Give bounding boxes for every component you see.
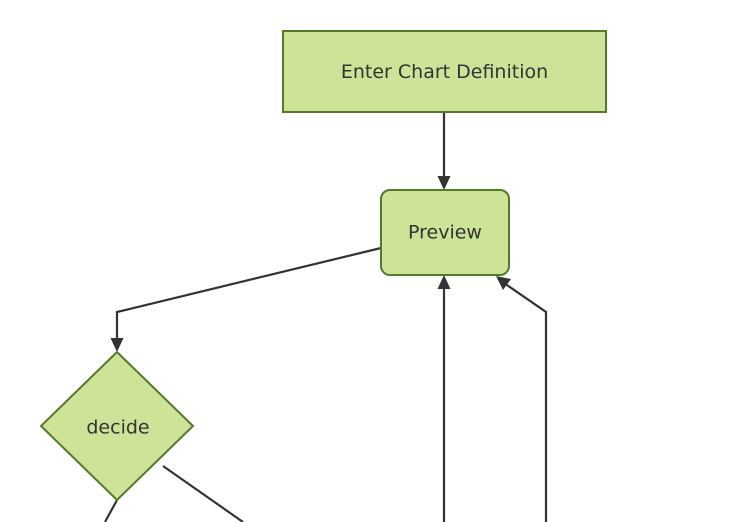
node-diamond-shape: [39, 350, 195, 502]
node-preview[interactable]: Preview: [380, 189, 510, 276]
node-enter-chart-definition[interactable]: Enter Chart Definition: [282, 30, 607, 113]
node-decide[interactable]: decide: [39, 350, 195, 502]
node-label-decide: decide: [86, 417, 149, 439]
edge-decide-branch-a: [104, 499, 118, 522]
edge-preview-to-decide: [110, 246, 382, 352]
node-label-enter-chart-definition: Enter Chart Definition: [341, 61, 548, 83]
edge-decide-branch-b: [162, 465, 244, 522]
edge-line: [104, 499, 118, 522]
edge-enter-to-preview: [437, 112, 451, 190]
arrowhead-icon: [496, 276, 511, 290]
edge-return-right-to-preview: [496, 276, 548, 522]
node-rounded-rectangle-shape: [380, 189, 510, 276]
edge-line: [115, 246, 382, 342]
node-rectangle-shape: [282, 30, 607, 113]
edge-line: [162, 465, 244, 522]
arrowhead-icon: [437, 176, 451, 190]
edge-layer: [104, 112, 548, 522]
edge-return-center-to-preview: [437, 275, 451, 522]
arrowhead-icon: [437, 275, 451, 289]
arrowhead-icon: [110, 338, 124, 352]
edge-line: [503, 282, 548, 522]
node-label-preview: Preview: [408, 222, 482, 244]
node-layer: Enter Chart Definition Preview decide: [39, 30, 607, 502]
